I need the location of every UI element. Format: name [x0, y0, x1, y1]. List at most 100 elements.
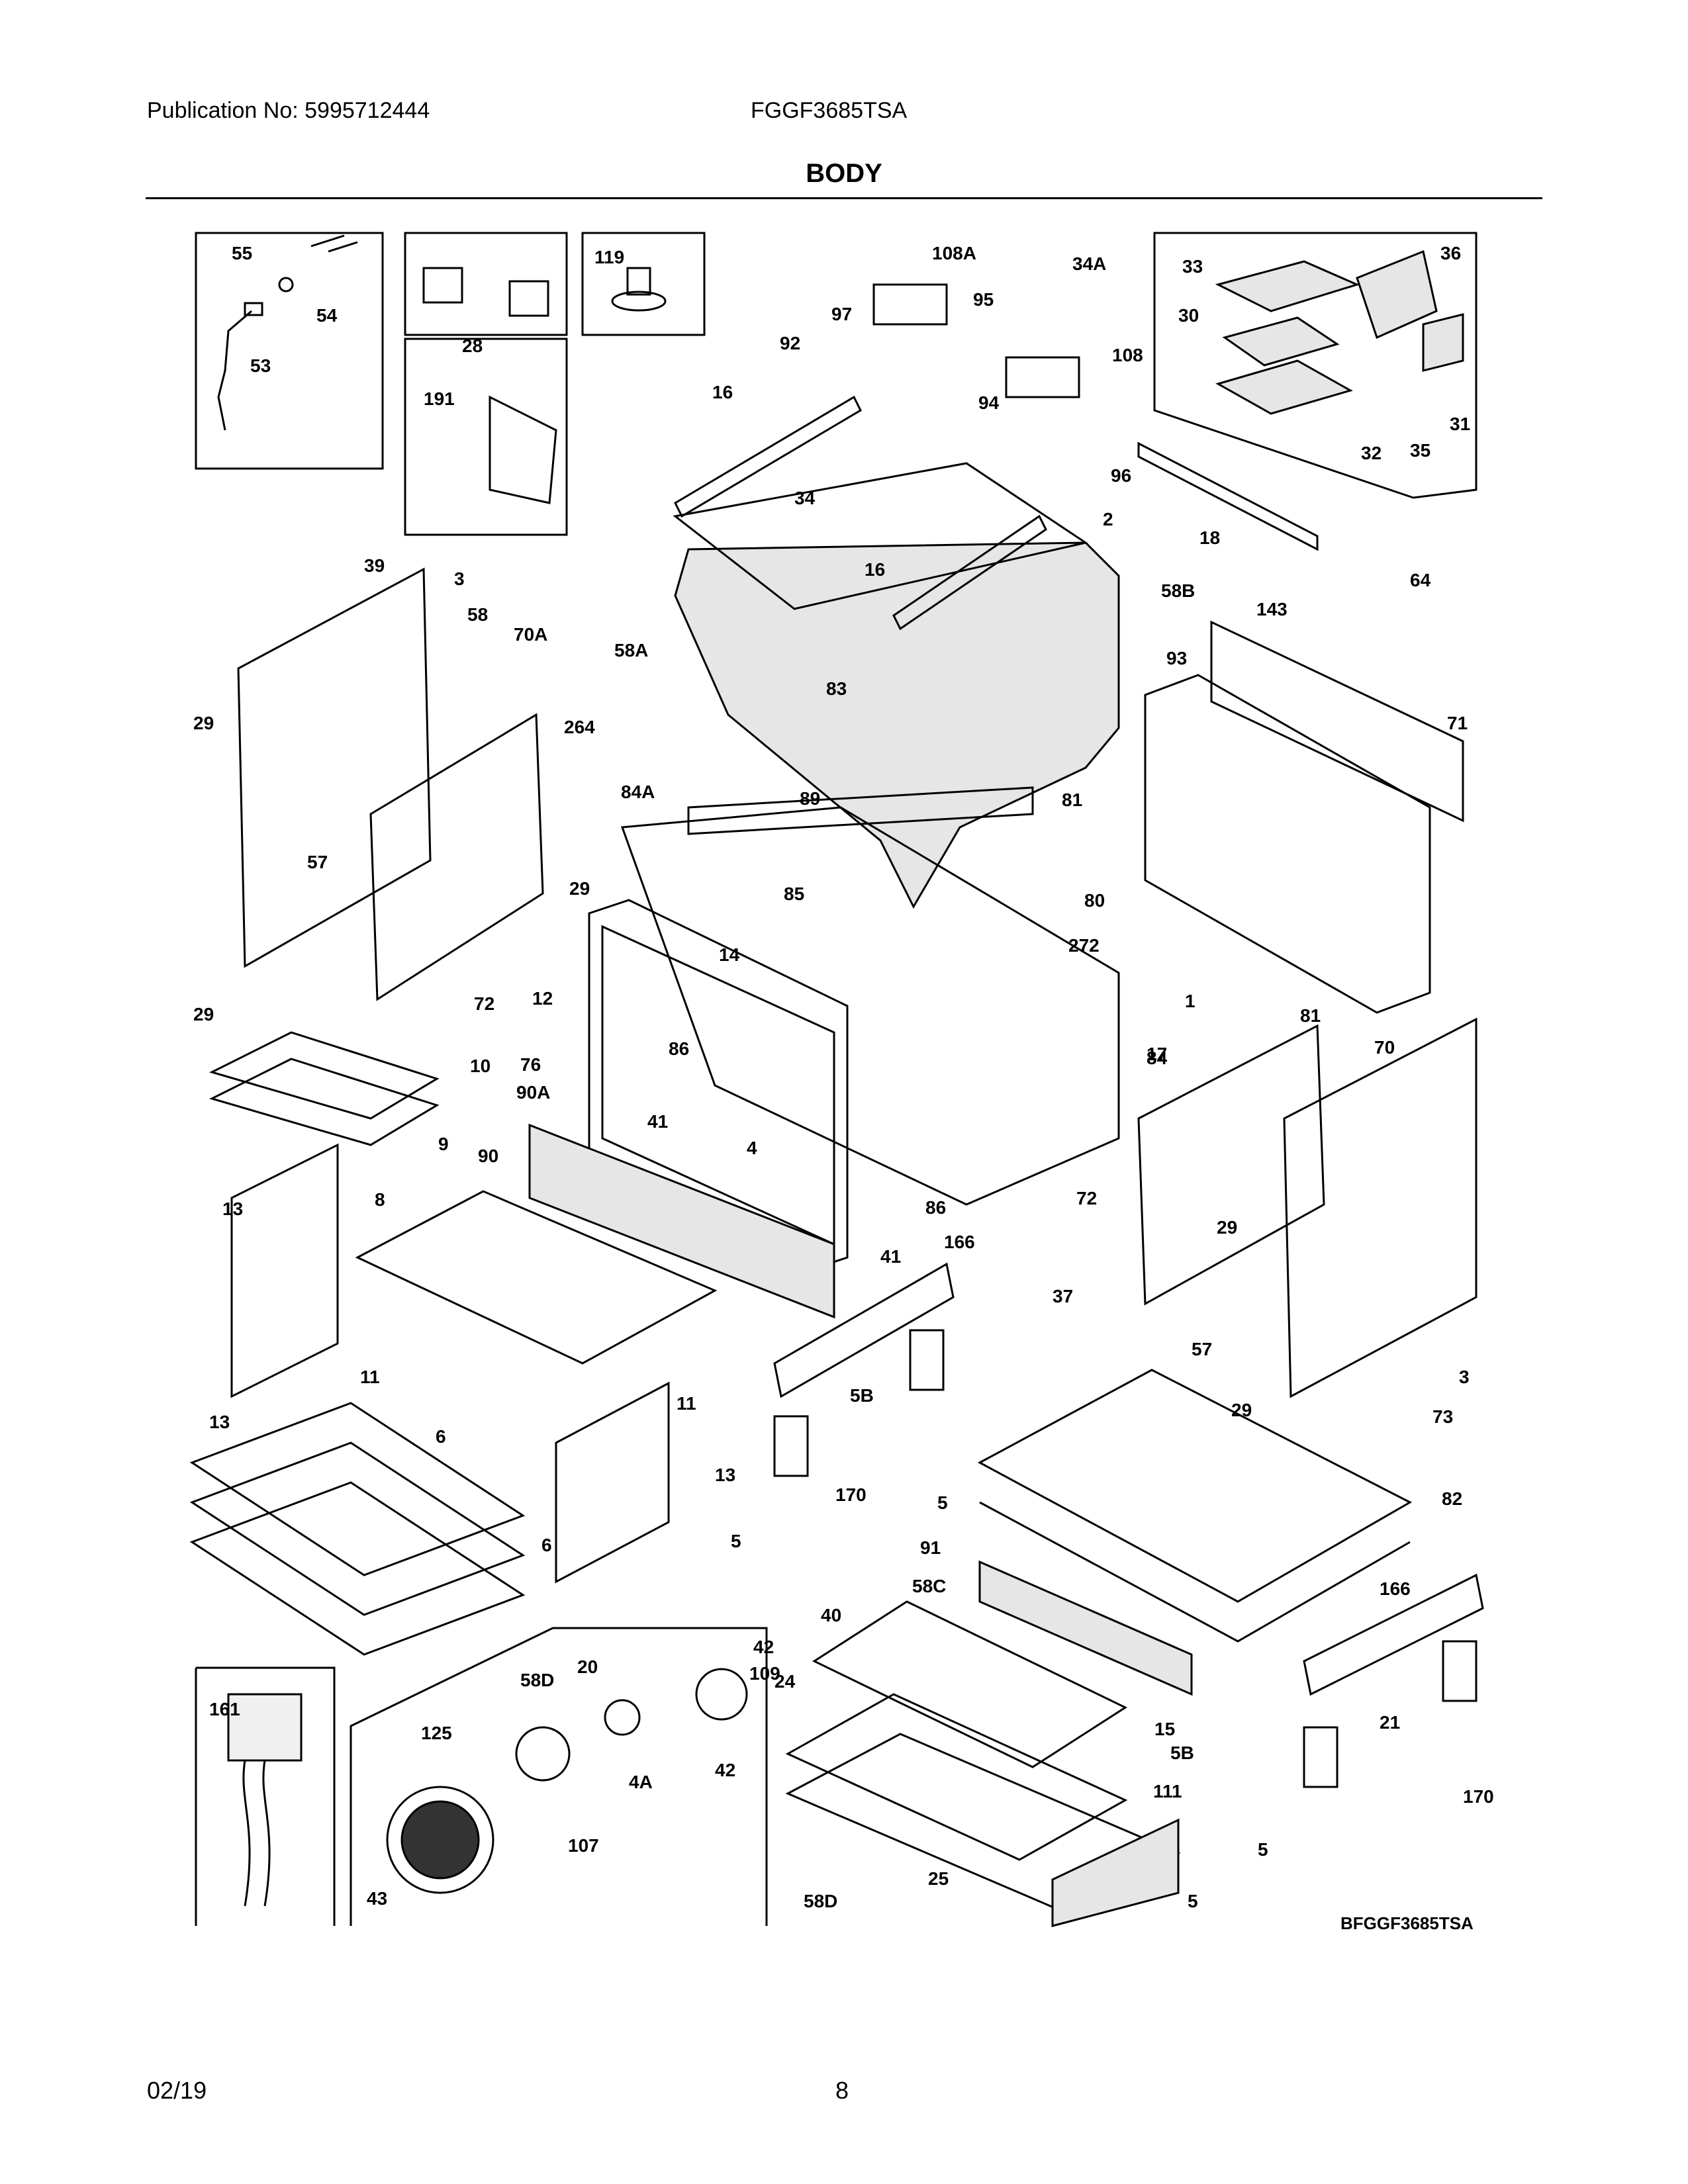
part-label: 21: [1380, 1712, 1400, 1733]
side-panel-right-72: [1137, 1024, 1325, 1306]
model-number: FGGF3685TSA: [751, 98, 908, 123]
side-panel-left-3: [237, 567, 432, 968]
part-label: 166: [1380, 1578, 1411, 1599]
part-label: 86: [669, 1038, 689, 1059]
part-label: 5: [1258, 1839, 1268, 1860]
part-label: 264: [564, 717, 595, 737]
part-label: 29: [569, 878, 590, 899]
part-label: 17: [1147, 1044, 1167, 1064]
oven-racks-6: [189, 1402, 526, 1656]
part-label: 143: [1256, 599, 1288, 619]
part-label: 170: [835, 1484, 867, 1505]
side-panel-left-72: [369, 713, 544, 1001]
inset-valve: [581, 232, 706, 336]
part-label: 2: [1103, 509, 1113, 529]
inset-thermocouple: [195, 232, 384, 470]
inset-brackets: [404, 232, 568, 336]
part-label: 73: [1432, 1406, 1453, 1427]
part-label: 12: [532, 988, 553, 1009]
part-label: 92: [780, 333, 800, 353]
part-label: 58B: [1161, 580, 1195, 601]
part-label: 85: [784, 884, 804, 904]
part-label: 16: [865, 559, 885, 580]
part-label: 53: [250, 355, 271, 376]
part-label: 70: [1374, 1037, 1395, 1058]
part-label: 24: [774, 1671, 796, 1692]
part-label: 4: [747, 1138, 757, 1158]
part-label: 272: [1068, 935, 1100, 956]
part-label: 166: [944, 1232, 975, 1252]
part-label: 81: [1300, 1005, 1321, 1026]
part-label: 13: [222, 1199, 243, 1219]
back-panel-1: [1144, 620, 1464, 1014]
part-label: 76: [520, 1054, 541, 1075]
part-label: 3: [454, 569, 465, 589]
part-label: 4A: [629, 1772, 653, 1792]
part-label: 41: [880, 1246, 901, 1267]
part-label: 25: [928, 1868, 949, 1889]
part-label: 31: [1450, 414, 1470, 434]
inset-convection-fan: [350, 1627, 768, 1926]
part-label: 57: [1192, 1339, 1212, 1359]
base-pan-82: [977, 1369, 1413, 1643]
part-label: 191: [424, 388, 455, 409]
drawer-front-58D: [1051, 1818, 1180, 1927]
part-label: 5: [937, 1492, 948, 1513]
part-label: 30: [1178, 305, 1199, 326]
part-label: 58A: [614, 640, 648, 660]
broiler-pan-10: [209, 1031, 440, 1146]
part-label: 18: [1199, 527, 1220, 548]
part-label: 41: [647, 1111, 668, 1132]
top-cover-58A: [674, 541, 1120, 909]
part-label: 72: [474, 993, 494, 1014]
part-label: 42: [753, 1637, 774, 1657]
burner-108: [872, 283, 1080, 398]
part-label: 94: [978, 392, 1000, 413]
part-label: 97: [831, 304, 852, 324]
part-label: 58C: [912, 1576, 946, 1596]
part-label: 84A: [621, 782, 655, 802]
part-label: 93: [1166, 648, 1187, 668]
page-title: BODY: [806, 159, 882, 188]
front-frame-166: [773, 1262, 1484, 1696]
part-label: 1: [1185, 991, 1196, 1011]
part-label: 90A: [516, 1082, 550, 1103]
part-label: 161: [209, 1699, 240, 1719]
part-label: 6: [436, 1426, 446, 1447]
part-label: 71: [1447, 713, 1468, 733]
panel-58C: [978, 1560, 1193, 1696]
part-label: 14: [719, 944, 740, 965]
part-label: 5: [1188, 1891, 1198, 1911]
header-divider: [146, 197, 1542, 199]
part-label: 3: [1459, 1367, 1470, 1387]
part-label: 20: [577, 1657, 598, 1677]
part-label: 37: [1053, 1286, 1073, 1306]
part-label: 29: [1231, 1400, 1252, 1420]
part-label: 84: [1147, 1048, 1168, 1068]
publication-number: Publication No: 5995712444: [147, 98, 430, 123]
part-label: 108A: [932, 243, 976, 263]
part-label: 107: [568, 1835, 599, 1856]
part-label: 111: [1153, 1781, 1182, 1801]
part-label: 58: [467, 604, 488, 625]
part-label: 40: [821, 1605, 841, 1625]
part-label: 34A: [1072, 253, 1106, 274]
part-label: 170: [1463, 1786, 1494, 1807]
part-label: 90: [478, 1146, 498, 1166]
figure-id: BFGGF3685TSA: [1340, 1913, 1474, 1933]
footer-page-number: 8: [835, 2077, 849, 2104]
top-rail-16: [674, 395, 1047, 631]
part-label: 13: [209, 1412, 230, 1432]
oven-liner-84: [620, 786, 1120, 1206]
part-label: 11: [677, 1393, 696, 1414]
part-label: 55: [232, 243, 252, 263]
part-label: 29: [193, 713, 214, 733]
part-label: 70A: [514, 624, 547, 645]
part-label: 32: [1361, 443, 1382, 463]
part-label: 42: [715, 1760, 735, 1780]
part-label: 13: [715, 1465, 735, 1485]
part-label: 36: [1440, 243, 1461, 263]
part-label: 119: [594, 247, 624, 267]
